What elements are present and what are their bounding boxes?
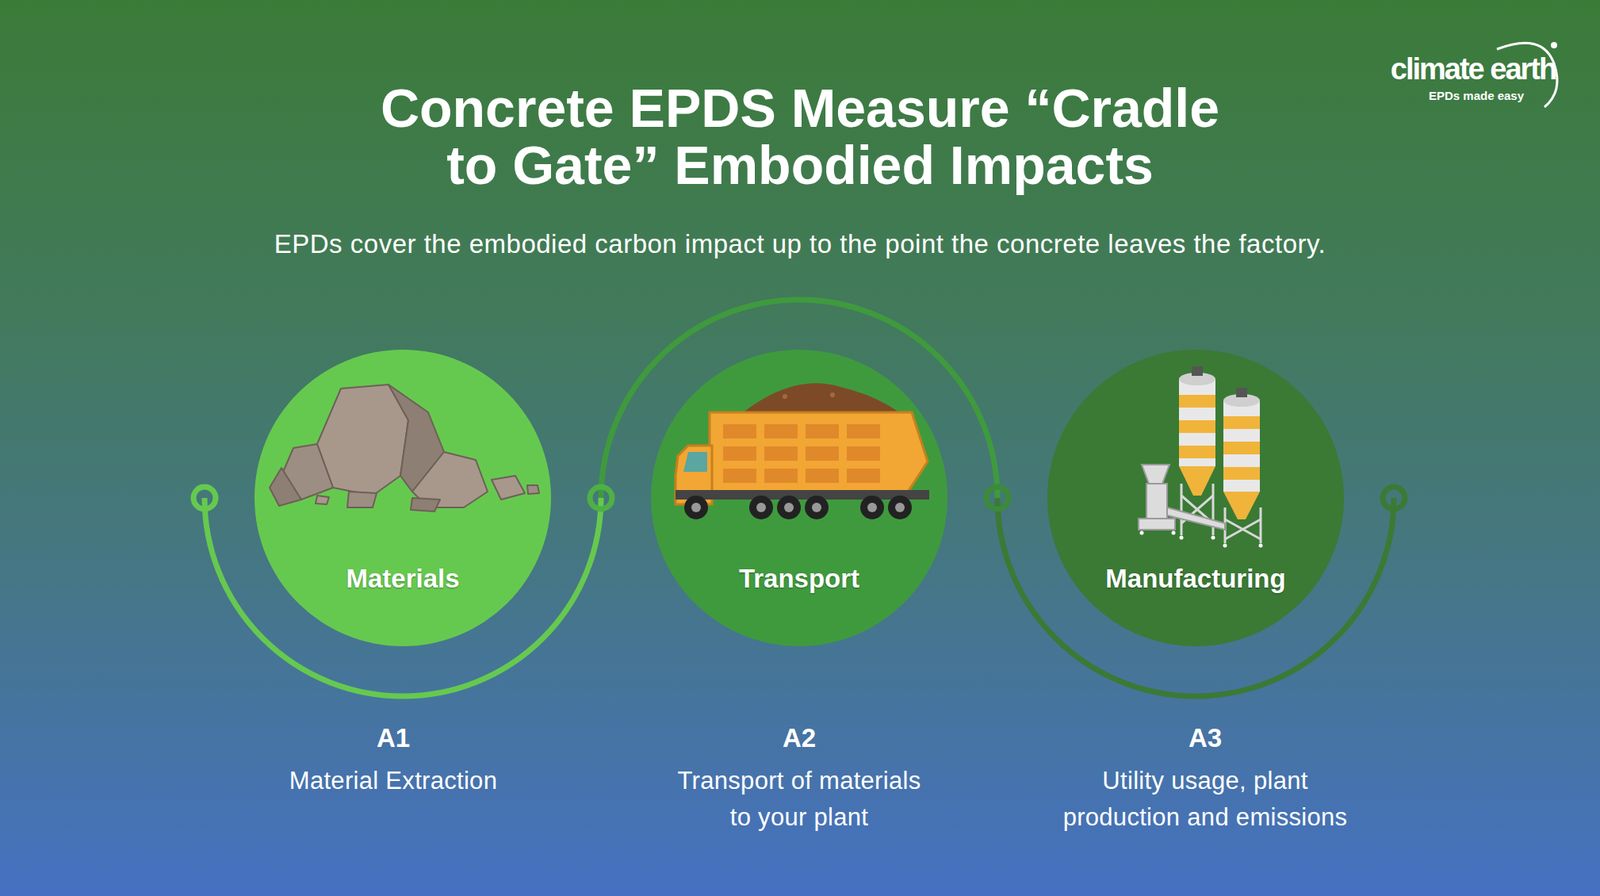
- stage-code: A3: [1125, 722, 1285, 755]
- stage-description: Material Extraction: [250, 762, 536, 800]
- circle-fill: [254, 349, 552, 647]
- stage-label: Transport: [650, 562, 948, 595]
- measure: Manufacturing: [1105, 563, 1286, 594]
- measure: Materials: [345, 563, 460, 594]
- circle-fill: [1047, 349, 1344, 647]
- stage-label: Materials: [254, 562, 552, 595]
- arc-dot: [1382, 486, 1405, 510]
- stage-circle: Materials: [254, 349, 552, 647]
- truck-icon: [675, 382, 930, 520]
- stage-description: Utility usage, plant production and emis…: [1042, 762, 1368, 836]
- arc-line: [997, 497, 1394, 697]
- stage-code: A2: [719, 722, 879, 755]
- arc-line: [600, 299, 998, 498]
- stage-circle: Manufacturing: [1047, 349, 1344, 647]
- arc-dot: [589, 486, 613, 510]
- stage-label: Manufacturing: [1047, 562, 1344, 595]
- measure: Transport: [738, 563, 860, 594]
- rocks-icon: [269, 384, 540, 512]
- arc-dot: [986, 486, 1009, 510]
- stage-code: A1: [313, 722, 473, 755]
- subtitle: EPDs cover the embodied carbon impact up…: [86, 228, 1514, 261]
- stage-description: Transport of materials to your plant: [668, 762, 931, 836]
- stage-circle: Transport: [650, 349, 948, 647]
- silo-plant-icon: [1138, 366, 1264, 548]
- arc-dot: [193, 486, 216, 510]
- circle-fill: [650, 349, 948, 647]
- logo-tagline: EPDs made easy: [1397, 88, 1556, 104]
- logo-name: climate earth: [1370, 52, 1577, 86]
- title: Concrete EPDS Measure “Cradle to Gate” E…: [205, 79, 1395, 194]
- arc-line: [204, 497, 601, 697]
